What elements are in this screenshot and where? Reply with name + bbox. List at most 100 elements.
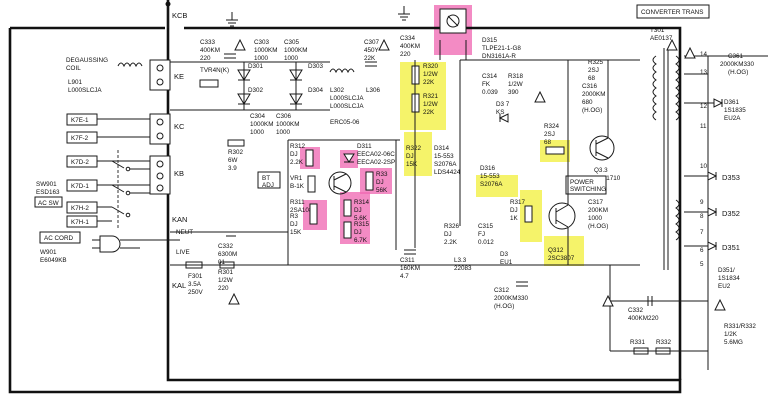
control-section: R312 DJ 2.2K VR1 B-1K R311 2SA108 D311 E… [257, 139, 400, 265]
diode-d352 [707, 207, 718, 217]
highlight-yellow-d316 [476, 175, 518, 197]
r3-bottom-val: DJ [290, 221, 298, 228]
k7d2-label: K7D-2 [71, 159, 89, 166]
pin-11: 11 [700, 123, 707, 130]
pin-7: 7 [700, 229, 704, 236]
c332b-label: C332 [628, 307, 644, 314]
l901-label: L901 [68, 79, 83, 86]
l306-label: L306 [366, 87, 381, 94]
c333-label: C333 [200, 39, 216, 46]
vr1-box [307, 175, 316, 193]
d316-label: D316 [480, 165, 496, 172]
r325-label: R325 [588, 59, 604, 66]
sw-blade-2 [111, 184, 125, 193]
r312-val2: 2.2K [290, 159, 304, 166]
bt-val: ADJ [262, 182, 274, 189]
title-box [636, 4, 710, 19]
ground-symbol-2 [398, 6, 410, 21]
sw901-label: SW901 [36, 181, 57, 188]
f301-volt: 250V [188, 289, 204, 296]
r33-val2: 56K [376, 187, 388, 194]
r302-val2: 3.9 [228, 165, 237, 172]
q312-val: 2SC3807 [548, 255, 575, 262]
r3-bottom-box [309, 203, 318, 225]
c334-label: C334 [400, 35, 416, 42]
c332-label: C332 [218, 243, 234, 250]
q312-emitter [555, 219, 569, 228]
power-switching-line-2: SWITCHING [570, 186, 606, 193]
ac-sw-label: AC SW [38, 200, 59, 207]
diode-d361 [713, 98, 724, 108]
r315-label: R315 [354, 221, 370, 228]
r302-val: 6W [228, 157, 238, 164]
connector-ke-pin1 [156, 64, 164, 72]
d3-2-val: EU1 [500, 259, 513, 266]
c307-label: C307 [364, 39, 380, 46]
c306-val2: 1000 [276, 129, 291, 136]
r315-box [343, 221, 352, 239]
ground-symbol-1 [226, 12, 238, 27]
photocoupler-d315-arrow [447, 15, 459, 27]
r311-val: 2SA108 [290, 207, 313, 214]
l302-label: L302 [330, 87, 345, 94]
r322-val: DJ [406, 153, 414, 160]
c315-val2: 0.012 [478, 239, 494, 246]
r321-val: 1/2W [423, 101, 438, 108]
d311-val: EECA02-06C [357, 151, 395, 158]
d314-val: 15-553 [434, 153, 454, 160]
c334-val: 400KM [400, 43, 420, 50]
c312-val2: (H.OG) [494, 303, 514, 310]
c316-val2: 680 [582, 99, 593, 106]
c315-label: C315 [478, 223, 494, 230]
k7f2-label: K7F-2 [71, 135, 89, 142]
d353-label: D353 [722, 173, 740, 182]
f301-label: F301 [188, 273, 203, 280]
c304-val: 1000KM [250, 121, 273, 128]
r324-label: R324 [544, 123, 560, 130]
r324-val2: 68 [544, 139, 552, 146]
caution-mark-3 [666, 38, 678, 51]
r314-box [343, 199, 352, 217]
r33-box [365, 171, 374, 191]
q312-label: Q312 [548, 247, 564, 254]
r317-label: R317 [510, 199, 526, 206]
d311-val2: EECA02-2SP [357, 159, 395, 166]
r317-box [524, 205, 533, 223]
resistor-r309 [199, 79, 219, 88]
c311-val2: 4.7 [400, 273, 409, 280]
transformer-section: T301 AE0137 14 13 12 11 10 9 8 7 6 5 C36… [609, 27, 768, 370]
r301-val: 1/2W [218, 277, 233, 284]
caution-mark-6 [602, 294, 614, 307]
c303-val: 1000KM [254, 47, 277, 54]
w901-label: W901 [40, 249, 57, 256]
c332-val2: 01 [218, 259, 226, 266]
resistor-r302 [227, 139, 245, 147]
kal-label: KAL [172, 281, 186, 290]
r317-val: DJ [510, 207, 518, 214]
d352-label: D352 [722, 209, 740, 218]
diode-d311 [343, 153, 355, 163]
r302-label: R302 [228, 149, 244, 156]
sw-blade-1 [111, 160, 125, 169]
sw-contact-3 [125, 212, 131, 218]
connector-kc-block [149, 113, 171, 145]
connector-kb-block [149, 155, 171, 195]
r324-box [545, 146, 565, 155]
connector-ke-pin2 [156, 78, 164, 86]
c304-label: C304 [250, 113, 266, 120]
d314-val2: S2076A [434, 161, 457, 168]
connector-kc-pin1 [156, 118, 164, 126]
r332-label: R332 [656, 339, 672, 346]
c304-val2: 1000 [250, 129, 265, 136]
sw-contact-2 [125, 190, 131, 196]
d361-val2: EU2A [724, 115, 741, 122]
c316-val: 2000KM [582, 91, 605, 98]
c316-label: C316 [582, 83, 598, 90]
c314-val: FK [482, 81, 491, 88]
c314-val2: 0.039 [482, 89, 498, 96]
c333-val: 400KM [200, 47, 220, 54]
transformer-primary [652, 55, 657, 121]
c306-val: 1000KM [276, 121, 299, 128]
t301-val: AE0137 [650, 35, 673, 42]
r325-val2: 68 [588, 75, 596, 82]
